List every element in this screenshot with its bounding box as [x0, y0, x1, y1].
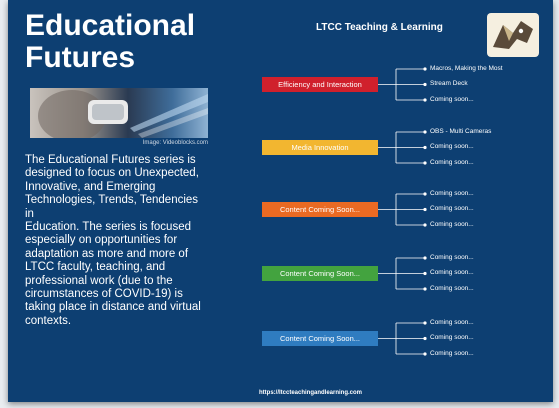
category-item: Stream Deck [430, 80, 468, 87]
connector-dot [423, 352, 427, 356]
category-box: Content Coming Soon... [262, 266, 378, 281]
connector-dot [423, 256, 427, 260]
connector-dot [423, 223, 427, 227]
category-item: Coming soon... [430, 253, 474, 261]
connector-dot [423, 192, 427, 196]
series-description: The Educational Futures series is design… [25, 154, 201, 327]
category-item: Coming soon... [430, 334, 474, 341]
connector-dot [423, 145, 427, 150]
connector-dot [423, 161, 427, 165]
category-item: Coming soon... [430, 349, 474, 357]
category-item: OBS - Multi Cameras [430, 127, 492, 135]
footer-url[interactable]: https://ltccteachingandlearning.com [259, 390, 363, 396]
category-item: Coming soon... [430, 143, 474, 150]
connector-dot [423, 207, 427, 212]
category-item: Coming soon... [430, 318, 474, 326]
category-item: Coming soon... [430, 284, 474, 292]
category-item: Macros, Making the Most [430, 64, 503, 72]
connector-dot [423, 287, 427, 291]
connector-dot [423, 98, 427, 102]
connector-dot [423, 336, 427, 341]
category-box: Content Coming Soon... [262, 331, 378, 346]
category-item: Coming soon... [430, 205, 474, 212]
connector-dot [423, 82, 427, 87]
connector-dot [423, 67, 427, 71]
category-box: Efficiency and Interaction [262, 77, 378, 92]
title-line-1: Educational [25, 9, 196, 42]
ltcc-teaching-learning-label: LTCC Teaching & Learning [316, 22, 443, 33]
photo-credit: Image: Videoblocks.com [142, 140, 208, 146]
category-item: Coming soon... [430, 95, 474, 103]
category-box: Media Innovation [262, 140, 378, 155]
title-line-2: Futures [25, 41, 136, 74]
vr-photo-illustration [38, 90, 208, 138]
category-item: Coming soon... [430, 220, 474, 228]
laker-logo-icon [487, 13, 539, 57]
category-item: Coming soon... [430, 158, 474, 166]
category-box: Content Coming Soon... [262, 202, 378, 217]
category-item: Coming soon... [430, 189, 474, 197]
connector-dot [423, 271, 427, 276]
connector-dot [423, 130, 427, 134]
category-item: Coming soon... [430, 269, 474, 276]
poster-title: Educational Futures [25, 10, 195, 74]
vr-headset-photo [30, 88, 208, 138]
connector-dot [423, 321, 427, 325]
